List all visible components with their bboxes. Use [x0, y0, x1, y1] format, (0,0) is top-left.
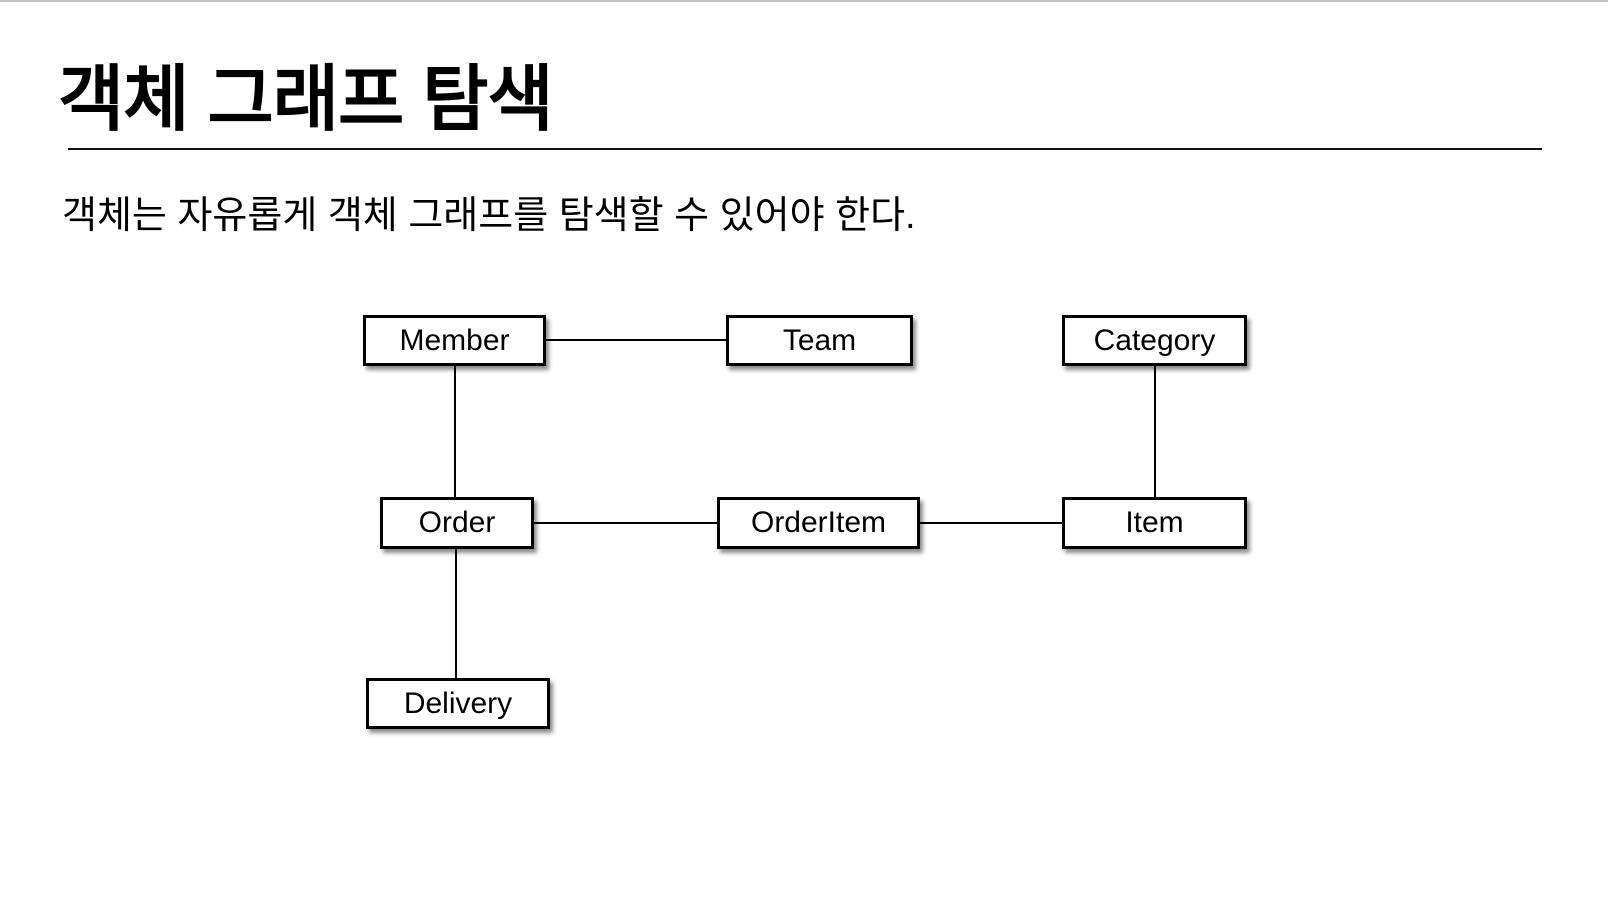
- page-title: 객체 그래프 탐색: [58, 60, 554, 140]
- node-team-label: Team: [782, 323, 857, 357]
- top-divider-line: [0, 0, 1608, 2]
- node-item: Item: [1062, 497, 1247, 549]
- node-orderitem: OrderItem: [717, 497, 920, 549]
- edge-category-item: [1154, 366, 1156, 497]
- node-team: Team: [726, 315, 913, 366]
- edge-member-order: [454, 366, 456, 497]
- node-category: Category: [1062, 315, 1247, 366]
- node-item-label: Item: [1125, 506, 1184, 539]
- node-order-label: Order: [418, 506, 496, 539]
- edge-order-orderitem: [534, 522, 717, 524]
- node-member: Member: [363, 315, 546, 366]
- node-orderitem-label: OrderItem: [750, 506, 887, 539]
- edge-member-team: [546, 339, 726, 341]
- node-delivery-label: Delivery: [403, 686, 513, 720]
- slide-subtitle: 객체는 자유롭게 객체 그래프를 탐색할 수 있어야 한다.: [62, 195, 916, 237]
- node-category-label: Category: [1093, 323, 1216, 357]
- edge-order-delivery: [455, 549, 457, 678]
- title-underline: [68, 148, 1542, 150]
- node-member-label: Member: [399, 323, 510, 357]
- edge-orderitem-item: [920, 522, 1062, 524]
- node-order: Order: [380, 497, 534, 549]
- node-delivery: Delivery: [366, 678, 550, 729]
